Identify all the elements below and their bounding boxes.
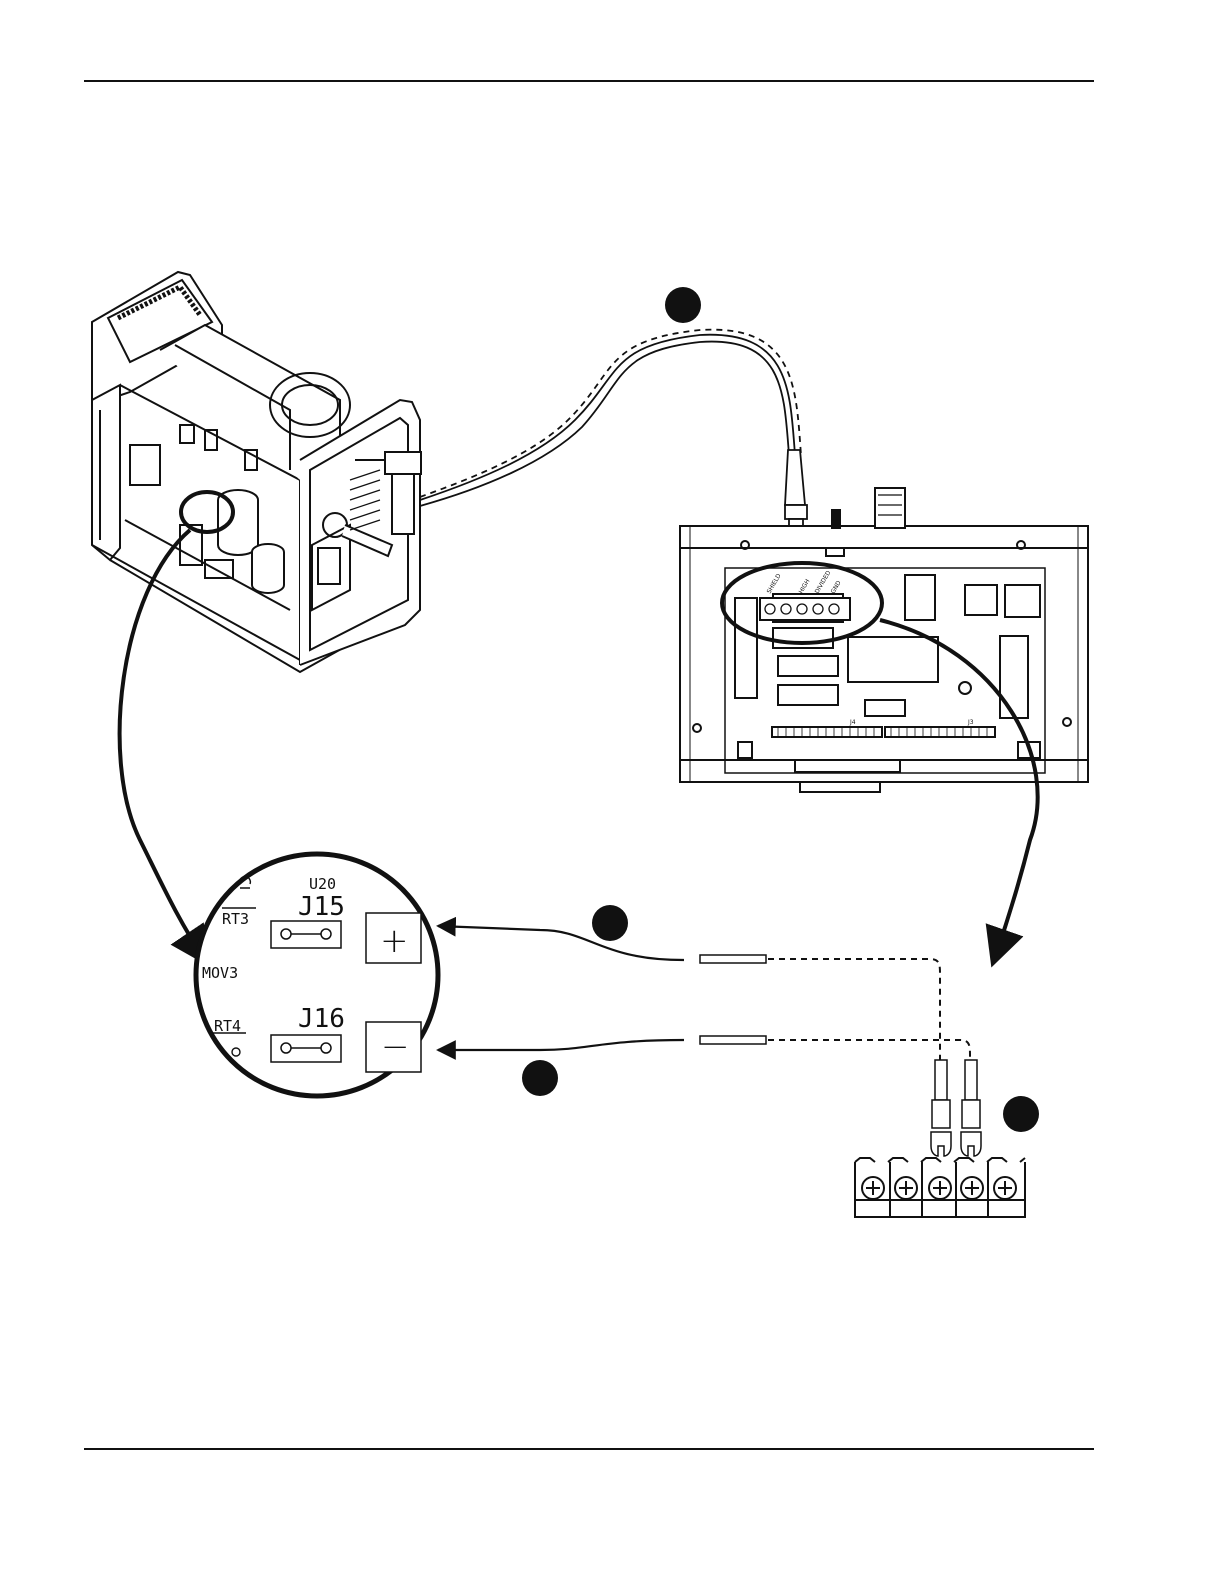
wire-ferrules <box>700 955 766 1044</box>
callout-badge-cable <box>665 287 701 323</box>
label-plus: + <box>380 921 409 961</box>
callout-badge-positive-wire <box>592 905 628 941</box>
callout-badge-terminal-strip <box>1003 1096 1039 1132</box>
label-u20: U20 <box>309 875 336 893</box>
label-j16: J16 <box>298 1004 345 1034</box>
wire-leads <box>438 926 684 1050</box>
dashed-wire-runs <box>768 959 970 1060</box>
label-rt3: RT3 <box>222 910 249 928</box>
callout-badge-negative-wire <box>522 1060 558 1096</box>
label-minus: − <box>381 1027 410 1067</box>
board-connector-j3: J3 <box>967 719 974 726</box>
spade-lug-left <box>931 1060 951 1156</box>
label-rt4: RT4 <box>214 1017 241 1035</box>
terminal-strip <box>855 1158 1025 1217</box>
arrow-to-pcb-detail <box>120 530 205 960</box>
spade-lug-right <box>961 1060 981 1156</box>
label-j15: J15 <box>298 892 345 922</box>
board-connector-j4: J4 <box>849 719 856 726</box>
label-mov3: MOV3 <box>202 964 238 982</box>
